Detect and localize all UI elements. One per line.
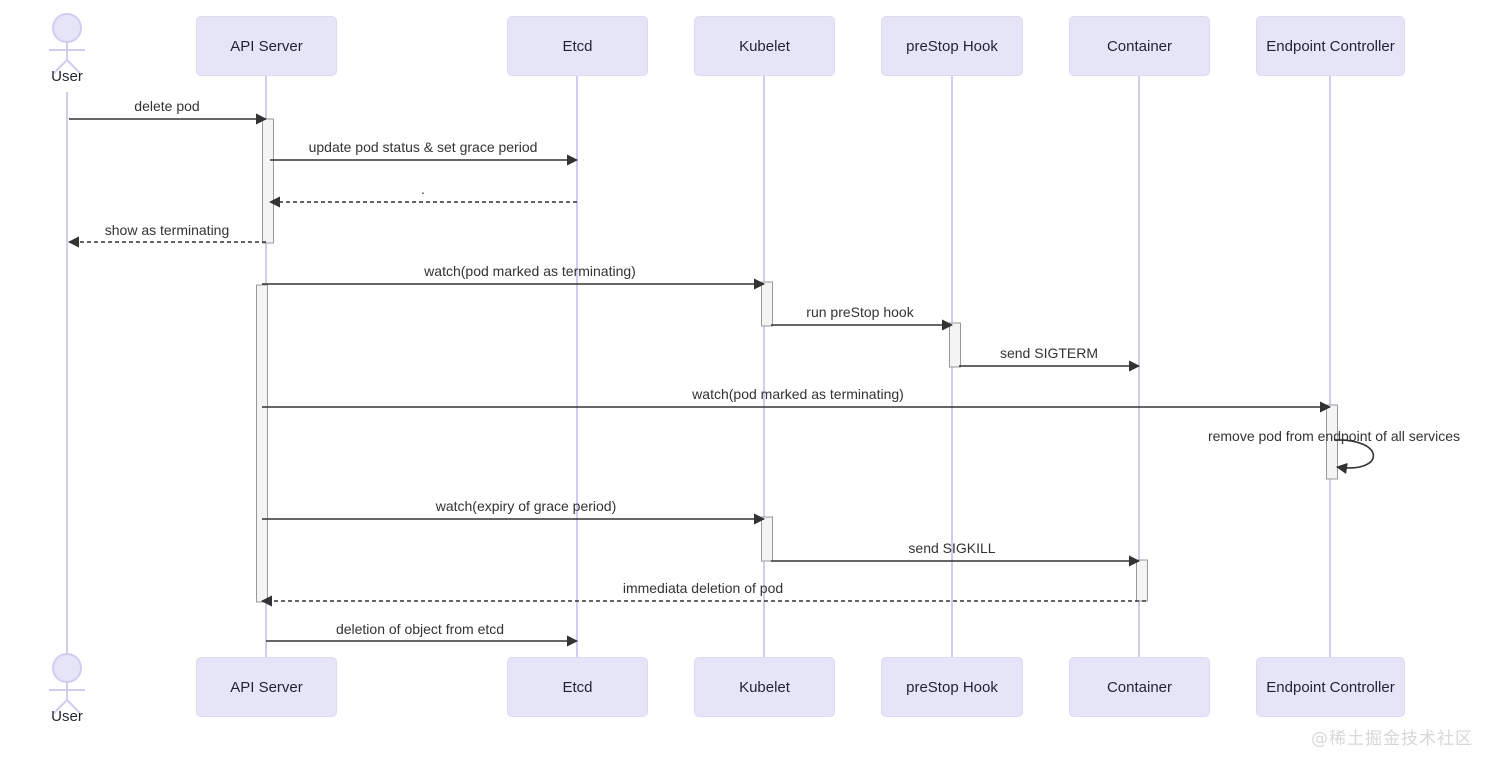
participant-box-api-server-top[interactable]: API Server [196,16,337,76]
participant-box-container-top[interactable]: Container [1069,16,1210,76]
participant-box-endpoint-controller-top[interactable]: Endpoint Controller [1256,16,1405,76]
message-label-msg-update-pod-status: update pod status & set grace period [308,139,538,155]
message-label-msg-delete-pod: delete pod [134,98,200,114]
participant-box-etcd-bottom[interactable]: Etcd [507,657,648,717]
message-label-msg-send-sigterm: send SIGTERM [999,345,1099,361]
actor-figure-bottom [49,653,85,714]
activation-bar-act-kubelet-2 [761,516,773,562]
participant-label-etcd: Etcd [562,678,593,696]
message-label-msg-show-as-terminating: show as terminating [104,222,230,238]
participant-label-kubelet: Kubelet [739,37,790,55]
activation-bars-layer [256,118,1338,603]
participant-label-prestop-hook: preStop Hook [906,37,998,55]
message-label-msg-etcd-ack: . [421,181,425,197]
participant-label-api-server: API Server [230,37,303,55]
participant-box-container-bottom[interactable]: Container [1069,657,1210,717]
participant-box-kubelet-bottom[interactable]: Kubelet [694,657,835,717]
participant-label-kubelet: Kubelet [739,678,790,696]
message-label-msg-deletion-from-etcd: deletion of object from etcd [335,621,505,637]
participant-box-kubelet-top[interactable]: Kubelet [694,16,835,76]
participant-label-container: Container [1106,37,1173,55]
message-label-msg-watch-terminating-kubelet: watch(pod marked as terminating) [424,263,636,279]
participant-box-endpoint-controller-bottom[interactable]: Endpoint Controller [1256,657,1405,717]
participant-label-prestop-hook: preStop Hook [906,678,998,696]
message-label-msg-send-sigkill: send SIGKILL [908,540,996,556]
activation-bar-act-endpoint-1 [1326,404,1338,480]
message-arrows-layer [67,113,1375,647]
participant-label-endpoint-controller: Endpoint Controller [1266,678,1395,696]
participant-label-container: Container [1106,678,1173,696]
activation-bar-act-kubelet-1 [761,281,773,327]
activation-bar-act-api-2 [256,284,268,603]
participant-label-etcd: Etcd [562,37,593,55]
message-label-msg-watch-expiry: watch(expiry of grace period) [435,498,617,514]
actor-label-top: User [51,68,83,85]
participant-box-etcd-top[interactable]: Etcd [507,16,648,76]
message-label-msg-remove-pod-endpoint: remove pod from endpoint of all services [1207,428,1461,444]
participant-box-api-server-bottom[interactable]: API Server [196,657,337,717]
message-label-msg-watch-terminating-endpoint: watch(pod marked as terminating) [692,386,904,402]
participant-label-endpoint-controller: Endpoint Controller [1266,37,1395,55]
message-arrow-msg-remove-pod-endpoint [1333,439,1375,474]
participant-label-api-server: API Server [230,678,303,696]
watermark-text: @稀土掘金技术社区 [1311,729,1473,749]
message-label-msg-run-prestop-hook: run preStop hook [806,304,914,320]
actor-label-bottom: User [51,708,83,725]
participant-box-prestop-hook-bottom[interactable]: preStop Hook [881,657,1023,717]
message-label-msg-immediate-deletion: immediata deletion of pod [622,580,784,596]
activation-bar-act-container-1 [1136,559,1148,602]
actor-figures-layer [49,13,85,714]
actor-figure-top [49,13,85,74]
activation-bar-act-prestop-1 [949,322,961,368]
activation-bar-act-api-1 [262,118,274,244]
participant-box-prestop-hook-top[interactable]: preStop Hook [881,16,1023,76]
